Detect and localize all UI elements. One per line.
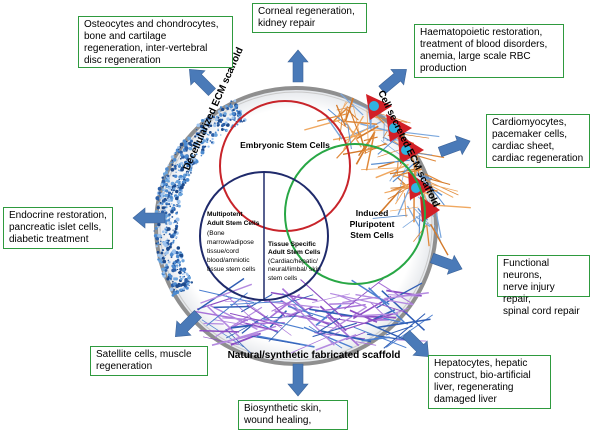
- arrow-icon: [175, 310, 202, 337]
- arrow-icon: [429, 252, 463, 275]
- decellularized-scaffold-texture: [153, 99, 247, 297]
- arrow-icon: [437, 135, 471, 158]
- svg-text:Stem Cells: Stem Cells: [350, 230, 394, 240]
- box-endocrine: Endocrine restoration,pancreatic islet c…: [3, 207, 113, 249]
- box-cardiac: Cardiomyocytes,pacemaker cells,cardiac s…: [486, 114, 590, 168]
- svg-text:marrow/adipose: marrow/adipose: [207, 239, 254, 246]
- svg-text:(Cardiac/hepatic/: (Cardiac/hepatic/: [268, 258, 318, 265]
- arrow-icon: [402, 330, 429, 357]
- svg-text:blood/amniotic: blood/amniotic: [207, 257, 250, 264]
- svg-text:(Bone: (Bone: [207, 230, 225, 237]
- svg-text:Adult Stem Cells: Adult Stem Cells: [268, 249, 321, 256]
- svg-text:Adult Stem Cells: Adult Stem Cells: [207, 220, 260, 227]
- arrow-icon: [287, 49, 309, 83]
- embryonic-label: Embryonic Stem Cells: [240, 140, 330, 150]
- fabricated-scaffold-texture: [193, 277, 433, 354]
- svg-text:Multipotent: Multipotent: [207, 211, 243, 218]
- fabricated-label: Natural/synthetic fabricated scaffold: [228, 350, 401, 361]
- induced-circle: [284, 143, 426, 285]
- svg-text:Pluripotent: Pluripotent: [350, 219, 395, 229]
- arrow-icon: [189, 69, 216, 96]
- box-neuron: Functional neurons,nerve injury repair,s…: [497, 255, 590, 317]
- svg-text:Induced: Induced: [356, 208, 389, 218]
- box-corneal-kidney: Corneal regeneration,kidney repair: [252, 3, 367, 33]
- svg-text:neural/limbal/ skin: neural/limbal/ skin: [268, 266, 321, 273]
- svg-text:Tissue Specific: Tissue Specific: [268, 241, 316, 248]
- box-blood: Haematopoietic restoration,treatment of …: [414, 24, 564, 78]
- box-skin: Biosynthetic skin,wound healing,: [238, 400, 348, 430]
- arrow-icon: [287, 363, 309, 397]
- tissue-specific-label: Tissue Specific Adult Stem Cells (Cardia…: [268, 241, 321, 282]
- induced-label: Induced Pluripotent Stem Cells: [350, 208, 395, 240]
- arrows: [132, 49, 471, 397]
- embryonic-circle: [219, 100, 351, 232]
- svg-text:tissue stem cells: tissue stem cells: [207, 266, 256, 273]
- svg-text:tissue/cord: tissue/cord: [207, 248, 239, 255]
- arrow-icon: [378, 69, 407, 95]
- arrow-icon: [132, 207, 166, 229]
- multipotent-label: Multipotent Adult Stem Cells (Bone marro…: [207, 211, 260, 273]
- svg-text:stem cells: stem cells: [268, 275, 298, 282]
- box-bone-cartilage: Osteocytes and chondrocytes,bone and car…: [78, 16, 233, 68]
